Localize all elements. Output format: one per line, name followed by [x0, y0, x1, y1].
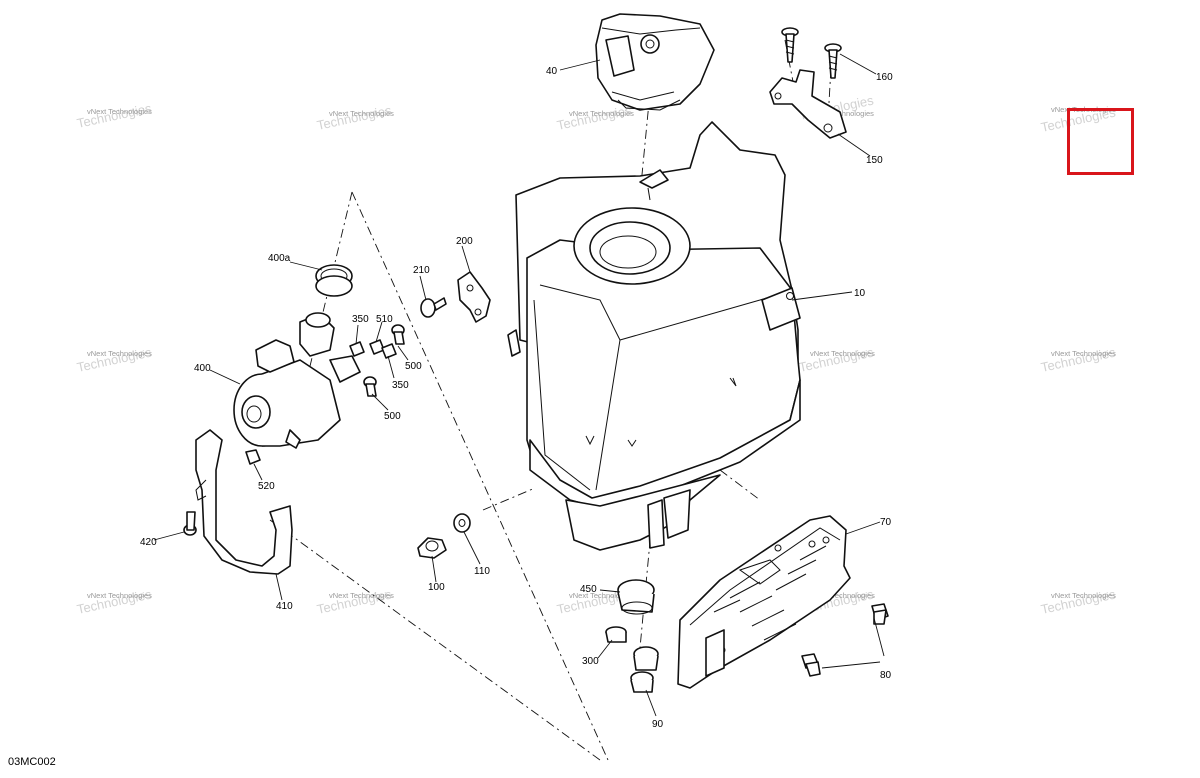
bolt-part[interactable] — [801, 653, 821, 677]
callout-label: 400a — [268, 253, 291, 264]
callout-label: 410 — [276, 601, 293, 612]
callout-label: 420 — [140, 537, 157, 548]
dash-line — [269, 519, 601, 761]
watermark-text: vNext Technologies — [329, 591, 394, 600]
fuel-cap-part[interactable] — [595, 13, 715, 111]
callout-label: 200 — [456, 236, 473, 247]
seal-ring-part[interactable] — [315, 264, 353, 297]
dash-line — [719, 469, 761, 501]
watermark-text: vNext Technologies — [809, 109, 874, 118]
screw-part[interactable] — [183, 511, 197, 536]
callout-label: 350 — [352, 314, 369, 325]
screw-part[interactable] — [781, 27, 799, 63]
screw-part[interactable] — [363, 376, 377, 397]
small-fitting-part[interactable] — [349, 339, 397, 359]
skid-plate-part[interactable] — [677, 515, 851, 689]
callout-label: 150 — [866, 155, 883, 166]
fuel-tank-part[interactable] — [507, 121, 801, 551]
watermark-text: vNext Technologies — [1051, 591, 1116, 600]
retaining-strap-part[interactable] — [195, 429, 293, 575]
callout-label: 500 — [405, 361, 422, 372]
callout-label: 500 — [384, 411, 401, 422]
callout-label: 350 — [392, 380, 409, 391]
watermark-text: vNext Technologies — [569, 591, 634, 600]
leader-lines — [153, 53, 885, 717]
callout-label: 10 — [854, 288, 866, 299]
mounting-bracket-part[interactable] — [457, 271, 491, 323]
callout-label: 510 — [376, 314, 393, 325]
callout-label: 100 — [428, 582, 445, 593]
screw-part[interactable] — [391, 324, 405, 345]
screw-part[interactable] — [824, 43, 842, 79]
callout-labels: 40 10 70 80 90 100 110 150 160 200 210 3… — [140, 66, 893, 730]
callout-label: 210 — [413, 265, 430, 276]
washer-part[interactable] — [453, 513, 471, 533]
callout-label: 400 — [194, 363, 211, 374]
callout-label: 40 — [546, 66, 558, 77]
fuel-pump-part[interactable] — [233, 312, 361, 449]
selection-highlight-box — [1067, 108, 1134, 175]
bolt-part[interactable] — [871, 603, 889, 625]
bracket-part[interactable] — [769, 69, 847, 139]
bolt-part[interactable] — [417, 537, 447, 559]
callout-label: 110 — [474, 566, 490, 577]
watermark-text: vNext Technologies — [810, 349, 875, 358]
watermark-text: vNext Technologies — [810, 591, 875, 600]
document-id: 03MC002 — [8, 756, 56, 768]
callout-label: 450 — [580, 584, 597, 595]
watermark-text: vNext Technologies — [87, 107, 152, 116]
callout-label: 300 — [582, 656, 599, 667]
screw-part[interactable] — [420, 297, 447, 318]
fitting-part[interactable] — [630, 646, 659, 693]
watermark-text: vNext Technologies — [87, 349, 152, 358]
callout-label: 520 — [258, 481, 275, 492]
nut-part[interactable] — [245, 449, 261, 465]
callout-label: 80 — [880, 670, 892, 681]
callout-label: 70 — [880, 517, 892, 528]
dash-line — [351, 191, 609, 761]
watermark-text: vNext Technologies — [1051, 349, 1116, 358]
hose-fitting-part[interactable] — [605, 626, 627, 643]
watermark-text: vNext Technologies — [87, 591, 152, 600]
callout-label: 90 — [652, 719, 664, 730]
hose-clamp-part[interactable] — [617, 579, 655, 615]
callout-label: 160 — [876, 72, 893, 83]
watermark-text: vNext Technologies — [329, 109, 394, 118]
watermark-text: vNext Technologies — [569, 109, 634, 118]
